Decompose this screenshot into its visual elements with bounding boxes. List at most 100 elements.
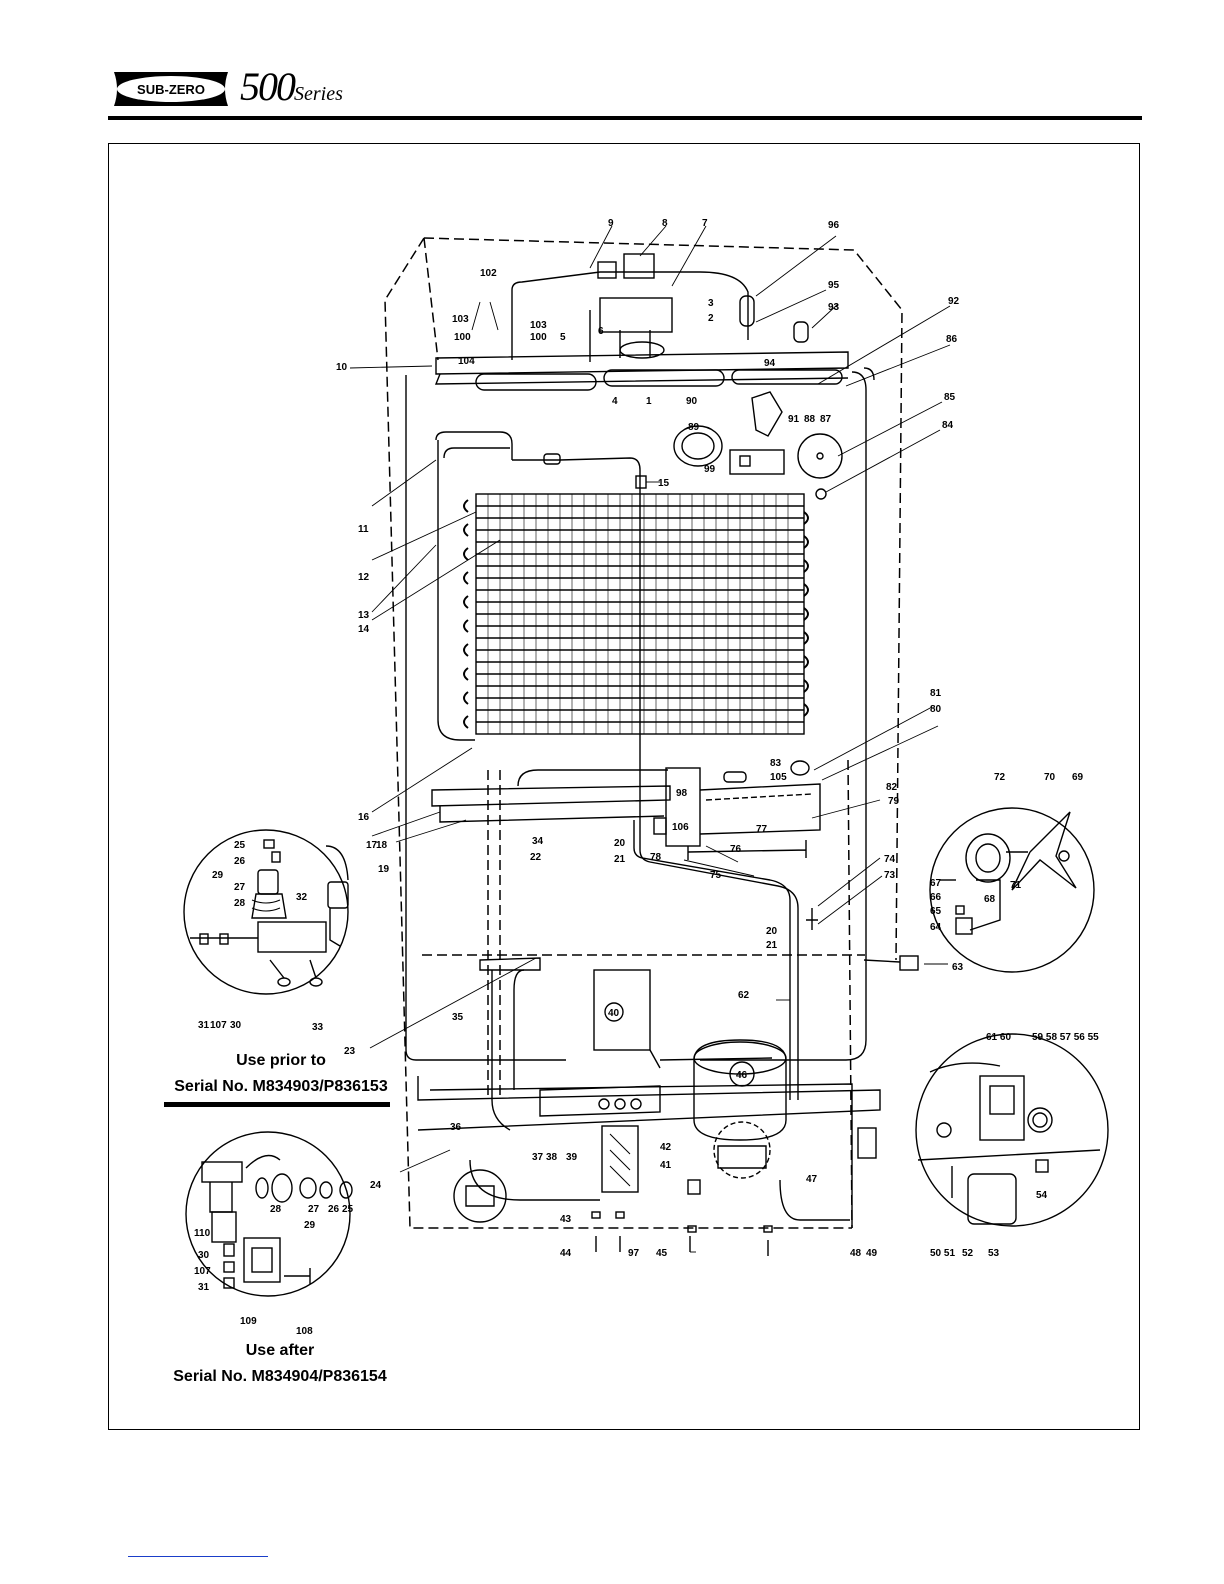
callout-13: 13 [358, 610, 370, 621]
callout-108: 108 [296, 1326, 313, 1337]
callout-62: 62 [738, 990, 750, 1001]
callout-83: 83 [770, 758, 782, 769]
callout-41: 41 [660, 1160, 672, 1171]
callout-72: 72 [994, 772, 1006, 783]
callout-92: 92 [948, 296, 960, 307]
callout-44: 44 [560, 1248, 572, 1259]
callout-42: 42 [660, 1142, 672, 1153]
sub-zero-logo: SUB-ZERO [114, 72, 228, 106]
detail-circle-prior [183, 829, 349, 995]
callout-96: 96 [828, 220, 840, 231]
callout-91: 91 [788, 414, 800, 425]
callout-31a: 31 [198, 1020, 210, 1031]
callout-14: 14 [358, 624, 370, 635]
callout-99: 99 [704, 464, 716, 475]
callout-25b: 25 [342, 1204, 354, 1215]
compressor [687, 1039, 877, 1195]
header-rule [108, 116, 1142, 120]
caption-prior: Use prior to Serial No. M834903/P836153 [156, 1048, 406, 1100]
callout-68: 68 [984, 894, 996, 905]
callout-106: 106 [672, 822, 689, 833]
callout-5: 5 [560, 332, 566, 343]
callout-47: 47 [806, 1174, 818, 1185]
bottom-fasteners [591, 1211, 773, 1256]
callout-29a: 29 [212, 870, 224, 881]
defrost-timer-cluster [673, 391, 843, 500]
callout-76: 76 [730, 844, 742, 855]
callout-30a: 30 [230, 1020, 242, 1031]
callout-16: 16 [358, 812, 370, 823]
callout-11: 11 [358, 524, 369, 535]
callout-71: 71 [1010, 880, 1022, 891]
callout-49: 49 [866, 1248, 878, 1259]
callout-74: 74 [884, 854, 896, 865]
callout-77: 77 [756, 824, 768, 835]
callout-20a: 20 [614, 838, 626, 849]
callout-97: 97 [628, 1248, 640, 1259]
callout-69: 69 [1072, 772, 1084, 783]
detail-circle-relay [915, 1033, 1109, 1227]
top-rail [434, 351, 849, 391]
left-tubing [405, 375, 647, 1061]
logo-text: SUB-ZERO [137, 82, 205, 97]
callout-21a: 21 [614, 854, 626, 865]
callout-28b: 28 [270, 1204, 282, 1215]
callout-20b: 20 [766, 926, 778, 937]
callout-30b: 30 [198, 1250, 210, 1261]
callout-25a: 25 [234, 840, 246, 851]
callout-9: 9 [608, 218, 614, 229]
callout-93: 93 [828, 302, 840, 313]
callout-105: 105 [770, 772, 787, 783]
caption-after-line1: Use after [245, 1342, 315, 1359]
series-title: 500Series [240, 62, 343, 119]
callout-89: 89 [688, 422, 700, 433]
callout-38: 38 [546, 1152, 558, 1163]
condenser-coil [463, 493, 809, 735]
series-number: 500 [240, 64, 296, 109]
callout-40: 40 [608, 1008, 620, 1019]
caption-separator [164, 1102, 390, 1107]
caption-after-line2: Serial No. M834904/P836154 [173, 1368, 387, 1385]
callout-45: 45 [656, 1248, 668, 1259]
callout-80: 80 [930, 704, 942, 715]
callout-48: 48 [850, 1248, 862, 1259]
callout-98: 98 [676, 788, 688, 799]
callout-75: 75 [710, 870, 722, 881]
callout-66: 66 [930, 892, 942, 903]
drain-tray-assembly [431, 760, 821, 1100]
detail-circle-fan [929, 807, 1095, 973]
callout-36: 36 [450, 1122, 462, 1133]
callout-31b: 31 [198, 1282, 210, 1293]
callout-63: 63 [952, 962, 964, 973]
callout-104: 104 [458, 356, 475, 367]
callout-103b: 103 [530, 320, 547, 331]
callout-110: 110 [194, 1228, 211, 1239]
callout-35: 35 [452, 1012, 464, 1023]
callout-19: 19 [378, 864, 390, 875]
callout-90: 90 [686, 396, 698, 407]
callout-2: 2 [708, 313, 714, 324]
callout-79: 79 [888, 796, 900, 807]
callout-26a: 26 [234, 856, 246, 867]
callout-23: 23 [344, 1046, 356, 1057]
callout-53: 53 [988, 1248, 1000, 1259]
callout-43: 43 [560, 1214, 572, 1225]
callout-82: 82 [886, 782, 898, 793]
callout-10: 10 [336, 362, 348, 373]
callout-15: 15 [658, 478, 670, 489]
callout-32: 32 [296, 892, 308, 903]
callout-6: 6 [598, 326, 604, 337]
callout-86: 86 [946, 334, 958, 345]
callout-73: 73 [884, 870, 896, 881]
callout-65: 65 [930, 906, 942, 917]
footer-link-line[interactable] [128, 1556, 268, 1557]
detail-circle-after [185, 1131, 353, 1297]
callout-12: 12 [358, 572, 370, 583]
callout-81: 81 [930, 688, 942, 699]
callout-46: 46 [736, 1070, 748, 1081]
callout-34: 34 [532, 836, 544, 847]
callout-26b: 26 [328, 1204, 340, 1215]
page-header: SUB-ZERO 500Series [108, 62, 1142, 122]
callout-27b: 27 [308, 1204, 320, 1215]
cabinet-outline [384, 237, 903, 1229]
